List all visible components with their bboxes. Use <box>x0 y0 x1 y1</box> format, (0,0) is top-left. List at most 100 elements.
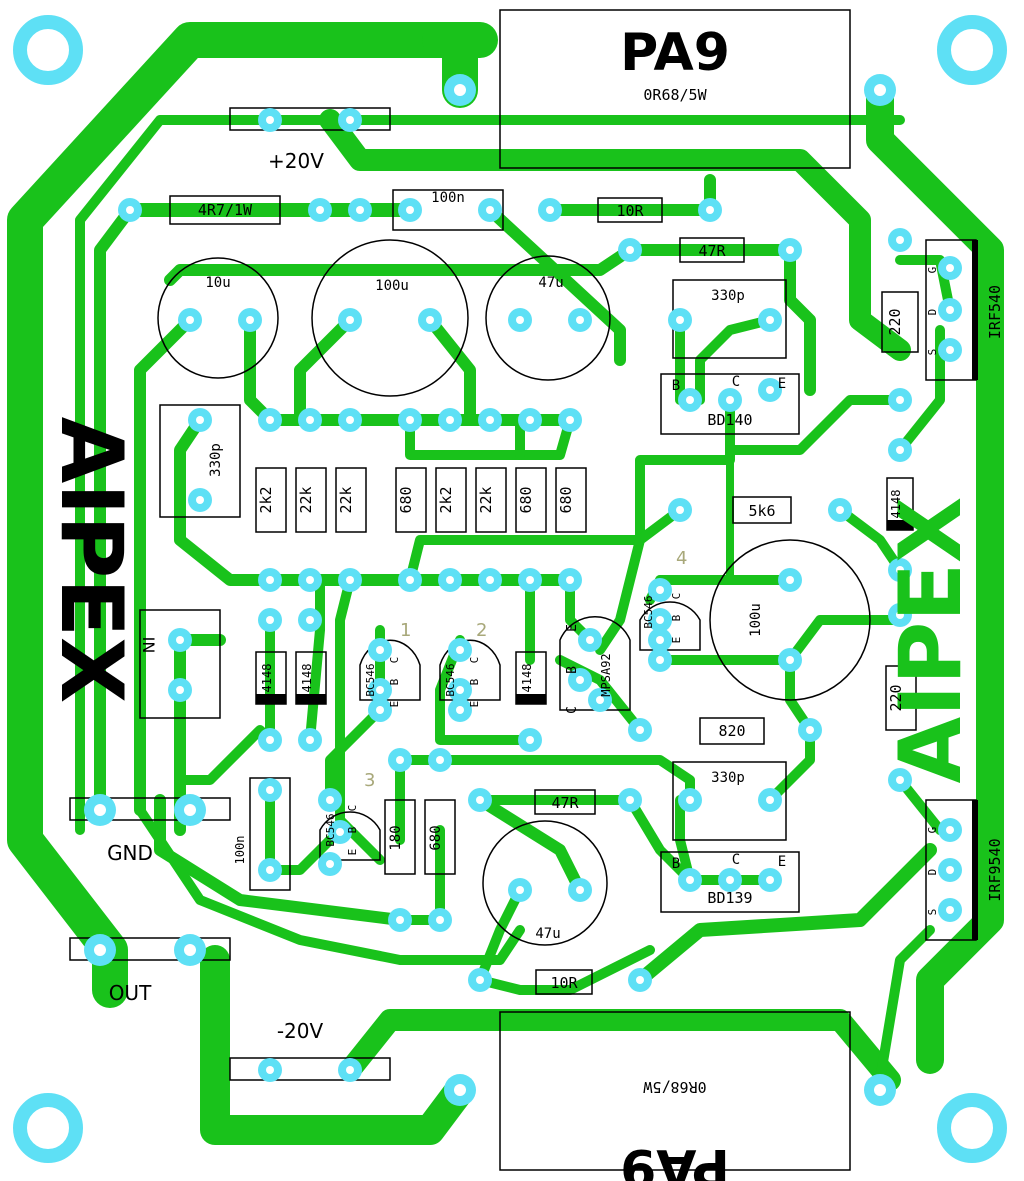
solder-pads <box>84 74 962 1106</box>
pad-drill-hole <box>266 1066 274 1074</box>
label-10r-top: 10R <box>616 202 644 220</box>
mounting-holes <box>13 15 1007 1163</box>
pad-drill-hole <box>396 916 404 924</box>
pad-drill-hole <box>656 616 664 624</box>
pad-drill-hole <box>946 826 954 834</box>
pad-drill-hole <box>896 236 904 244</box>
pin-label: E <box>468 701 481 708</box>
label-resistor-row-8: 680 <box>557 486 575 513</box>
pad-drill-hole <box>806 726 814 734</box>
pad-drill-hole <box>726 876 734 884</box>
pad-drill-hole <box>376 686 384 694</box>
r-220-lower-body <box>885 665 917 731</box>
pad-drill-hole <box>786 576 794 584</box>
pad-drill-hole <box>946 906 954 914</box>
pad-drill-hole <box>456 646 464 654</box>
label-0r68-top: 0R68/5W <box>643 86 707 104</box>
r-2k2-b-body <box>435 467 467 533</box>
r-10r-bottom-body <box>535 969 593 995</box>
pin-label: D <box>926 869 939 876</box>
pad-drill-hole <box>306 736 314 744</box>
label-5k6: 5k6 <box>748 502 775 520</box>
pad-drill-hole <box>896 611 904 619</box>
pad-drill-hole <box>176 636 184 644</box>
pin-label: C <box>388 657 401 664</box>
pad-drill-hole <box>436 756 444 764</box>
r-10r-top-body <box>597 197 663 223</box>
pad-drill-hole <box>306 576 314 584</box>
pad-drill-hole <box>176 686 184 694</box>
label-4r7: 4R7/1W <box>198 201 253 219</box>
pad-drill-hole <box>946 264 954 272</box>
pad-drill-hole <box>406 576 414 584</box>
brand-marks: AIPEX AIPEX PA9 PA9 <box>41 23 981 1181</box>
output-terminal <box>69 937 231 961</box>
label-pos-supply: +20V <box>268 149 324 173</box>
pin-label: E <box>778 376 786 392</box>
emitter-resistor-bottom-body <box>499 1011 851 1171</box>
pad-drill-hole <box>346 316 354 324</box>
pad-drill-hole <box>786 656 794 664</box>
label-bd140: BD140 <box>707 411 752 429</box>
pin-label: C <box>346 805 359 812</box>
r-22k-c-body <box>475 467 507 533</box>
pad-drill-hole <box>266 116 274 124</box>
pad-drill-hole <box>306 416 314 424</box>
c-100n-top-body <box>392 189 504 231</box>
pad-drill-hole <box>516 316 524 324</box>
pad-drill-hole <box>306 616 314 624</box>
pad-drill-hole <box>126 206 134 214</box>
pin-label: C <box>670 593 683 600</box>
pin-label: E <box>778 854 786 870</box>
pad-drill-hole <box>766 796 774 804</box>
bd139-body <box>660 851 800 913</box>
pad-drill-hole <box>266 866 274 874</box>
pad-drill-hole <box>376 646 384 654</box>
label-resistor-row-4: 680 <box>397 486 415 513</box>
pad-drill-hole <box>626 796 634 804</box>
pad-drill-hole <box>454 84 466 96</box>
pad-drill-hole <box>946 866 954 874</box>
pad-drill-hole <box>566 416 574 424</box>
pa9-top: PA9 <box>620 23 730 83</box>
c-10u-body <box>157 257 279 379</box>
pad-drill-hole <box>426 316 434 324</box>
ground-terminal <box>69 797 231 821</box>
pad-drill-hole <box>874 84 886 96</box>
r-220-upper-body <box>881 291 919 353</box>
pad-drill-hole <box>766 316 774 324</box>
pin-label: E <box>670 637 683 644</box>
r-47r-top-body <box>679 237 745 263</box>
pad-drill-hole <box>486 206 494 214</box>
label-100n-top: 100n <box>431 190 465 206</box>
c-47u-bottom-body <box>482 820 608 946</box>
label-0r68-bottom: 0R68/5W <box>642 1078 706 1096</box>
label-resistor-row-1: 2k2 <box>257 486 275 513</box>
bc546-2-body <box>439 639 501 701</box>
pin-label: G <box>926 827 939 834</box>
pad-drill-hole <box>336 828 344 836</box>
bd140-body <box>660 373 800 435</box>
pad-drill-hole <box>676 316 684 324</box>
pad-drill-hole <box>576 886 584 894</box>
bc546-1-body <box>359 639 421 701</box>
mpsa92-body <box>559 616 631 711</box>
label-680-lower: 680 <box>428 825 444 850</box>
r-820-body <box>699 717 765 745</box>
mounting-hole-top-right <box>937 15 1007 85</box>
pin-label: E <box>565 624 580 632</box>
pad-drill-hole <box>706 206 714 214</box>
pad-drill-hole <box>266 616 274 624</box>
label-47u-bottom: 47u <box>535 926 560 942</box>
pad-drill-hole <box>526 576 534 584</box>
pad-drill-hole <box>454 1084 466 1096</box>
c-330p-left-body <box>159 404 241 518</box>
label-330p-top: 330p <box>711 288 745 304</box>
label-bd139: BD139 <box>707 889 752 907</box>
pad-drill-hole <box>406 206 414 214</box>
label-10r-bottom: 10R <box>550 974 578 992</box>
label-output: OUT <box>109 981 152 1005</box>
pos-supply-terminal <box>229 107 391 131</box>
